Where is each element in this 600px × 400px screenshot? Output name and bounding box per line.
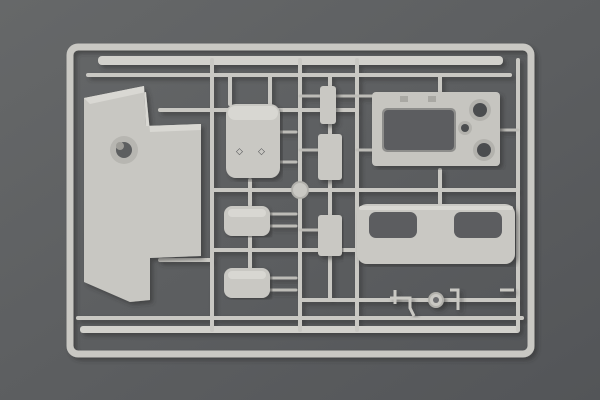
sprue-hub [291,181,309,199]
lower-right-plate [357,204,515,264]
sprue-outer-frame [66,43,535,358]
upper-right-plate [372,92,500,166]
hatch-panel: ◇ ◇ [226,104,280,178]
bottom-small-parts [390,288,514,317]
large-left-plate [84,86,201,302]
small-box-part-lower [224,268,270,298]
center-small-blocks [318,86,342,256]
gate-tabs [268,94,520,292]
svg-text:◇: ◇ [258,147,265,157]
svg-text:◇: ◇ [236,147,243,157]
small-box-part-upper [224,206,270,236]
